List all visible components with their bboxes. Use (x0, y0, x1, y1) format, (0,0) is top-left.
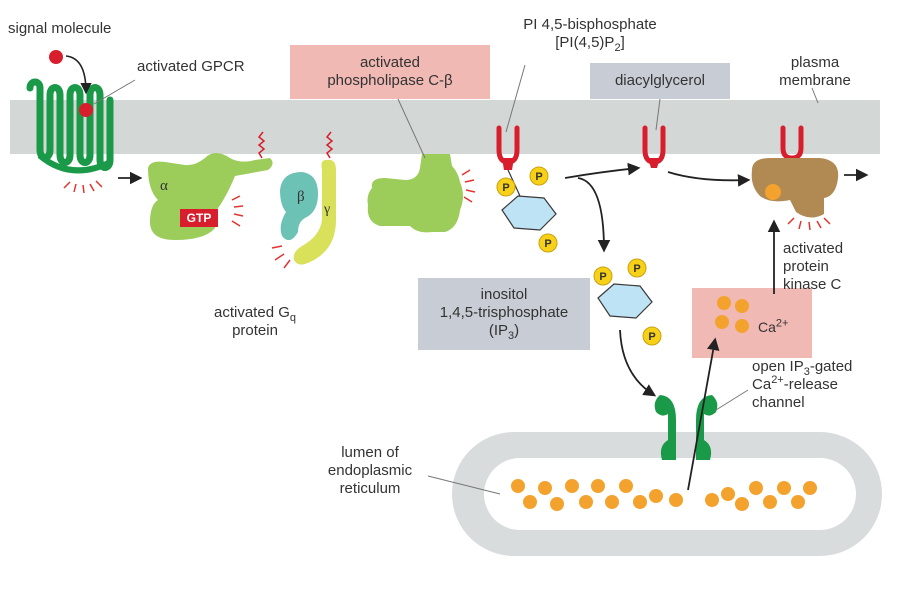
pip2-pointer (505, 64, 526, 133)
activated-gpcr-label: activated GPCR (137, 58, 245, 75)
ip3-line1: inositol (480, 286, 528, 303)
channel-pointer (715, 389, 749, 411)
arrow-to-dag (564, 162, 641, 179)
g-gamma-lipid-anchor (325, 131, 334, 159)
gtp-label: GTP (187, 211, 212, 225)
gq-line2: protein (232, 322, 278, 339)
ip3-line2: 1,4,5-trisphosphate (439, 304, 569, 321)
channel-label: open IP3-gated Ca2+-release channel (752, 358, 852, 412)
g-alpha-lipid-anchor (257, 131, 266, 159)
lumen-pointer (427, 475, 501, 495)
arrow-ip3-to-channel (619, 329, 657, 397)
ip3-label: inositol 1,4,5-trisphosphate (IP3) (418, 286, 590, 342)
plc-label: activated phospholipase C-β (290, 54, 490, 90)
gamma-symbol: γ (323, 202, 330, 217)
arrow-calcium-release (687, 337, 720, 491)
pip2-label: PI 4,5-bisphosphate [PI(4,5)P2] (490, 16, 690, 54)
plasma-membrane-line1: plasma (790, 54, 840, 71)
dag-label-box (590, 63, 730, 99)
signal-molecule-label: signal molecule (8, 20, 112, 37)
plc-label-box (290, 45, 490, 99)
pkc-line3: kinase C (783, 276, 842, 293)
gpcr-pointer (93, 79, 136, 105)
g-betagamma-activation-rays (271, 245, 291, 269)
gpcr-base (38, 150, 112, 174)
pip2-phosphate-label-2: P (535, 171, 542, 183)
ip3-phosphate-label-3: P (648, 331, 655, 343)
pkc-line2: protein (783, 258, 829, 275)
pip2-phosphate-label-3: P (544, 238, 551, 250)
pip2-lipid-head (502, 158, 514, 170)
plc-pointer (397, 98, 426, 159)
pip2-phosphate-label-1: P (502, 182, 509, 194)
ip3-inositol-ring (597, 283, 653, 319)
g-gamma-subunit (293, 159, 336, 265)
ip3-phosphates (593, 258, 662, 346)
dag-head (648, 158, 660, 168)
arrow-to-ip3 (577, 177, 611, 253)
g-beta-subunit (280, 172, 318, 241)
plasma-membrane-line2: membrane (779, 72, 851, 89)
plc-activation-rays (461, 169, 476, 203)
ip3-phosphate-label-2: P (633, 263, 640, 275)
ip3-label-box (418, 278, 590, 350)
plc-beta-enzyme (367, 154, 463, 233)
g-alpha-subunit (148, 153, 273, 240)
pip2-label-line1: PI 4,5-bisphosphate (523, 16, 657, 33)
channel-line3: channel (752, 394, 805, 411)
channel-line2: Ca2+-release (752, 374, 838, 394)
pkc-line1: activated (783, 240, 844, 257)
dag-label: diacylglycerol (614, 72, 706, 89)
er-lumen-label: lumen of endoplasmic reticulum (314, 444, 426, 498)
plasma-membrane-pointer (811, 87, 819, 104)
plasma-membrane (10, 100, 880, 154)
er-lumen (484, 458, 856, 530)
gq-line1: activated Gq (214, 304, 296, 324)
calcium-box (692, 288, 812, 358)
lumen-line2: endoplasmic (327, 462, 413, 479)
calcium-label: Ca2+ (758, 317, 789, 335)
gtp-badge (180, 209, 218, 227)
pkc-bound-calcium (765, 184, 781, 200)
lumen-line3: reticulum (339, 480, 401, 497)
pkc-enzyme (751, 158, 839, 218)
pip2-label-line2: [PI(4,5)P2] (555, 34, 625, 54)
arrow-dag-to-pkc (667, 171, 751, 187)
g-alpha-activation-rays (231, 195, 244, 227)
alpha-symbol: α (160, 178, 168, 194)
channel-line1: open IP3-gated (752, 358, 853, 378)
pkc-label: activated protein kinase C (783, 240, 843, 294)
beta-symbol: β (297, 189, 305, 205)
binding-arrow (65, 55, 92, 95)
dag-pointer (655, 98, 661, 131)
lumen-line1: lumen of (341, 444, 399, 461)
signal-molecule-bound (79, 103, 93, 117)
er-calcium-ions (511, 479, 817, 511)
plasma-membrane-label: plasma membrane (760, 54, 870, 90)
pkc-activation-rays (787, 217, 831, 231)
gpcr-activation-rays (63, 180, 103, 194)
pip2-inositol-ring (501, 195, 557, 231)
pip2-phosphates (496, 166, 558, 253)
ip3-phosphate-label-1: P (599, 271, 606, 283)
plc-label-line2: phospholipase C-β (327, 72, 453, 89)
signal-molecule-free (49, 50, 63, 64)
gq-protein-label: activated Gq protein (180, 304, 330, 340)
cytosolic-calcium-ions (715, 296, 749, 333)
plc-label-line1: activated (359, 54, 421, 71)
ip3-line3: (IP3) (488, 322, 520, 342)
